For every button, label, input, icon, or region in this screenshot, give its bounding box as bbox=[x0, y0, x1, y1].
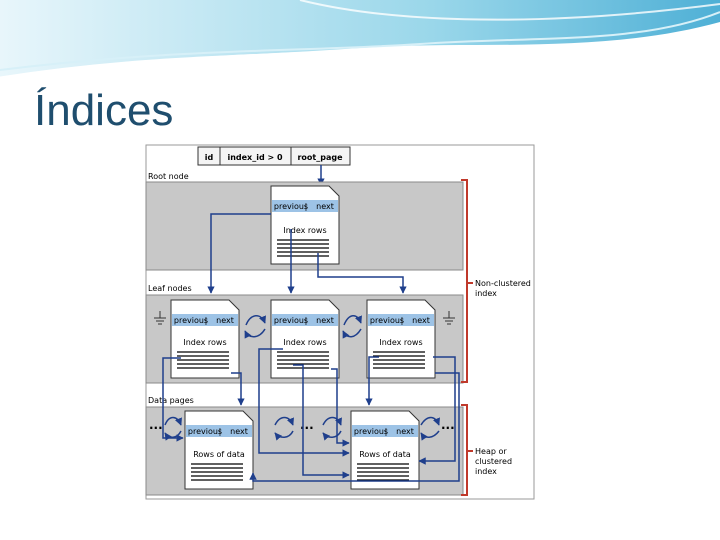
svg-text:|: | bbox=[305, 316, 308, 325]
data-page-2: previous | next Rows of data bbox=[350, 410, 420, 490]
svg-text:Index rows: Index rows bbox=[283, 226, 326, 235]
svg-text:Rows of data: Rows of data bbox=[193, 450, 245, 459]
heap-label-line1: Heap or bbox=[475, 447, 507, 456]
header-wave-decoration bbox=[0, 0, 720, 80]
svg-text:next: next bbox=[316, 202, 334, 211]
leaf-index-page-1: previous | next Index rows bbox=[170, 299, 240, 379]
nonclustered-label-line2: index bbox=[475, 289, 497, 298]
svg-text:next: next bbox=[216, 316, 234, 325]
leaf-nodes-label: Leaf nodes bbox=[148, 284, 192, 293]
nonclustered-index-bracket: Non-clustered index bbox=[461, 179, 531, 383]
index-structure-diagram: id index_id > 0 root_page Root node Leaf… bbox=[145, 144, 535, 500]
svg-text:next: next bbox=[316, 316, 334, 325]
svg-text:previous: previous bbox=[274, 202, 308, 211]
heap-label-line3: index bbox=[475, 467, 497, 476]
svg-text:|: | bbox=[205, 316, 208, 325]
ground-icon-right bbox=[443, 311, 455, 325]
slide-title: Índices bbox=[34, 86, 174, 135]
svg-text:Index rows: Index rows bbox=[283, 338, 326, 347]
heap-or-clustered-bracket: Heap or clustered index bbox=[461, 404, 512, 496]
svg-text:|: | bbox=[219, 427, 222, 436]
leaf-index-page-3: previous | next Index rows bbox=[366, 299, 436, 379]
svg-text:next: next bbox=[396, 427, 414, 436]
root-node-label: Root node bbox=[148, 172, 189, 181]
leaf-sibling-links bbox=[244, 315, 362, 339]
svg-text:previous: previous bbox=[188, 427, 222, 436]
root-index-page: previous | next Index rows bbox=[270, 185, 340, 265]
svg-text:Index rows: Index rows bbox=[379, 338, 422, 347]
root-to-leaf-pointers bbox=[207, 213, 407, 294]
svg-text:previous: previous bbox=[174, 316, 208, 325]
svg-text:Rows of data: Rows of data bbox=[359, 450, 411, 459]
ellipsis-right: ... bbox=[441, 418, 455, 432]
svg-text:previous: previous bbox=[354, 427, 388, 436]
svg-text:previous: previous bbox=[370, 316, 404, 325]
svg-text:|: | bbox=[401, 316, 404, 325]
root-table: id index_id > 0 root_page bbox=[197, 146, 351, 166]
data-pages-label: Data pages bbox=[148, 396, 194, 405]
heap-label-line2: clustered bbox=[475, 457, 512, 466]
svg-text:previous: previous bbox=[274, 316, 308, 325]
ellipsis-left: ... bbox=[149, 418, 163, 432]
root-table-col-root-page: root_page bbox=[297, 153, 343, 162]
root-table-col-id: id bbox=[205, 153, 214, 162]
ground-icon-left bbox=[154, 311, 166, 325]
leaf-index-page-2: previous | next Index rows bbox=[270, 299, 340, 379]
data-page-1: previous | next Rows of data bbox=[184, 410, 254, 490]
svg-text:|: | bbox=[305, 202, 308, 211]
svg-text:Index rows: Index rows bbox=[183, 338, 226, 347]
root-table-col-index-id: index_id > 0 bbox=[227, 153, 282, 162]
svg-text:|: | bbox=[385, 427, 388, 436]
leaf-to-data-pointers bbox=[162, 348, 460, 482]
svg-text:next: next bbox=[412, 316, 430, 325]
nonclustered-label-line1: Non-clustered bbox=[475, 279, 531, 288]
svg-text:next: next bbox=[230, 427, 248, 436]
ellipsis-middle: ... bbox=[300, 418, 314, 432]
